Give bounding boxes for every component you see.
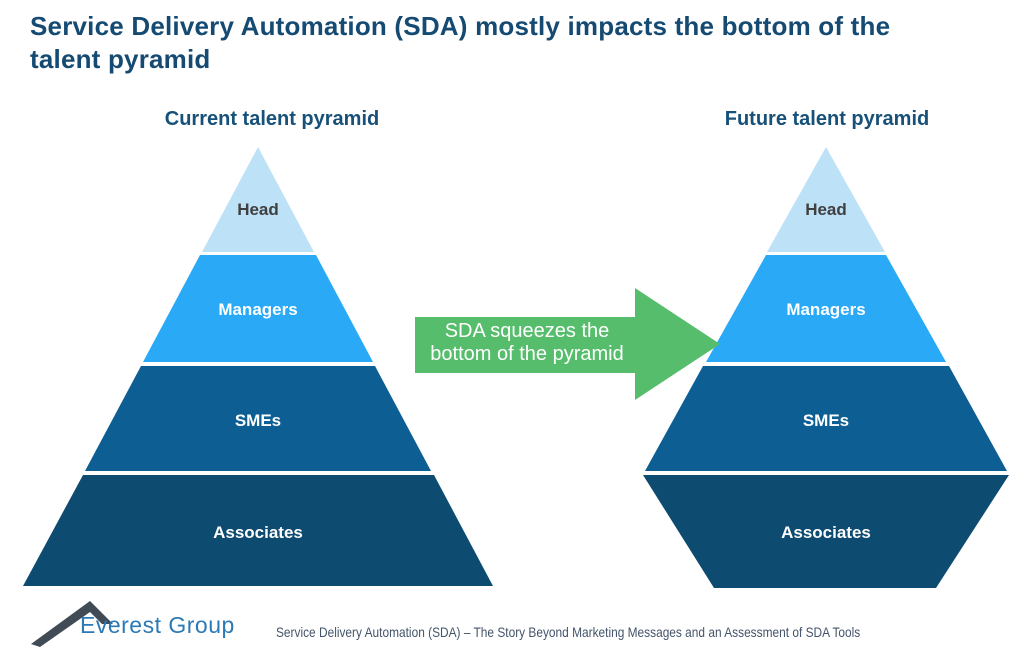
page-title-line-2: talent pyramid [30,44,211,74]
future-pyramid: Head Managers SMEs Associates [643,147,1009,588]
everest-group-logo [31,601,113,647]
future-managers-label: Managers [786,300,865,319]
current-smes-label: SMEs [235,411,281,430]
current-managers-label: Managers [218,300,297,319]
future-associates-label: Associates [781,523,871,542]
current-associates-label: Associates [213,523,303,542]
future-pyramid-layer-head [767,147,885,252]
current-pyramid-heading: Current talent pyramid [164,108,380,130]
mountain-peak-icon [31,601,113,647]
page-title-line-1: Service Delivery Automation (SDA) mostly… [30,11,891,41]
page-title: Service Delivery Automation (SDA) mostly… [30,10,890,76]
future-pyramid-layer-smes [645,366,1007,471]
everest-group-logo-text: Everest Group [80,612,235,638]
current-pyramid-layer-smes [85,366,431,471]
future-pyramid-heading: Future talent pyramid [724,108,930,130]
future-smes-label: SMEs [803,411,849,430]
footer-caption: Service Delivery Automation (SDA) – The … [276,624,861,640]
sda-arrow [415,288,720,400]
current-pyramid-layer-managers [143,255,373,362]
current-pyramid-layer-head [202,147,314,252]
sda-arrow-label-line-2: bottom of the pyramid [430,343,624,365]
future-head-label: Head [805,200,847,219]
future-pyramid-layer-managers [706,255,946,362]
current-pyramid-layer-associates [23,475,493,586]
future-pyramid-layer-associates [643,475,1009,588]
current-pyramid: Head Managers SMEs Associates [23,147,493,586]
sda-arrow-label-line-1: SDA squeezes the [444,320,610,342]
current-head-label: Head [237,200,279,219]
footer: Everest Group Service Delivery Automatio… [30,598,990,653]
